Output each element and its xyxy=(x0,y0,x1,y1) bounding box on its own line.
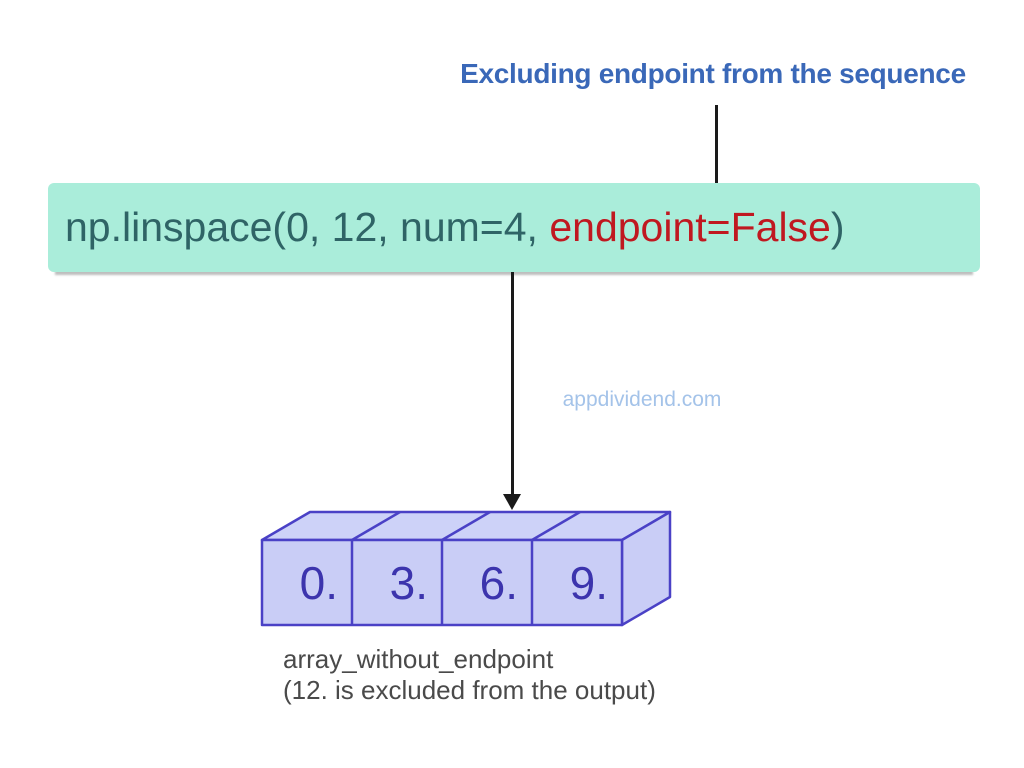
array-cell-1: 3. xyxy=(389,556,428,609)
array-cells: 0. 3. 6. 9. xyxy=(262,540,622,625)
arrow-code-to-array-line xyxy=(511,272,514,495)
code-prefix: np.linspace(0, 12, num=4, xyxy=(65,204,550,250)
diagram-title: Excluding endpoint from the sequence xyxy=(460,58,966,89)
caption-line-1: array_without_endpoint xyxy=(283,644,554,674)
array-caption: array_without_endpoint (12. is excluded … xyxy=(283,644,656,706)
watermark-text: appdividend.com xyxy=(562,388,722,411)
code-block: np.linspace(0, 12, num=4, endpoint=False… xyxy=(48,183,980,272)
array-cell-0: 0. xyxy=(299,556,338,609)
array-3d-box xyxy=(260,510,672,627)
array-cell-2: 6. xyxy=(479,556,518,609)
code-highlight-endpoint-false: endpoint=False xyxy=(549,204,831,250)
arrow-title-to-code-line xyxy=(715,105,718,188)
code-suffix: ) xyxy=(830,204,845,250)
array-cell-3: 9. xyxy=(569,556,608,609)
caption-line-2: (12. is excluded from the output) xyxy=(283,675,656,705)
arrow-down-icon xyxy=(503,494,521,510)
